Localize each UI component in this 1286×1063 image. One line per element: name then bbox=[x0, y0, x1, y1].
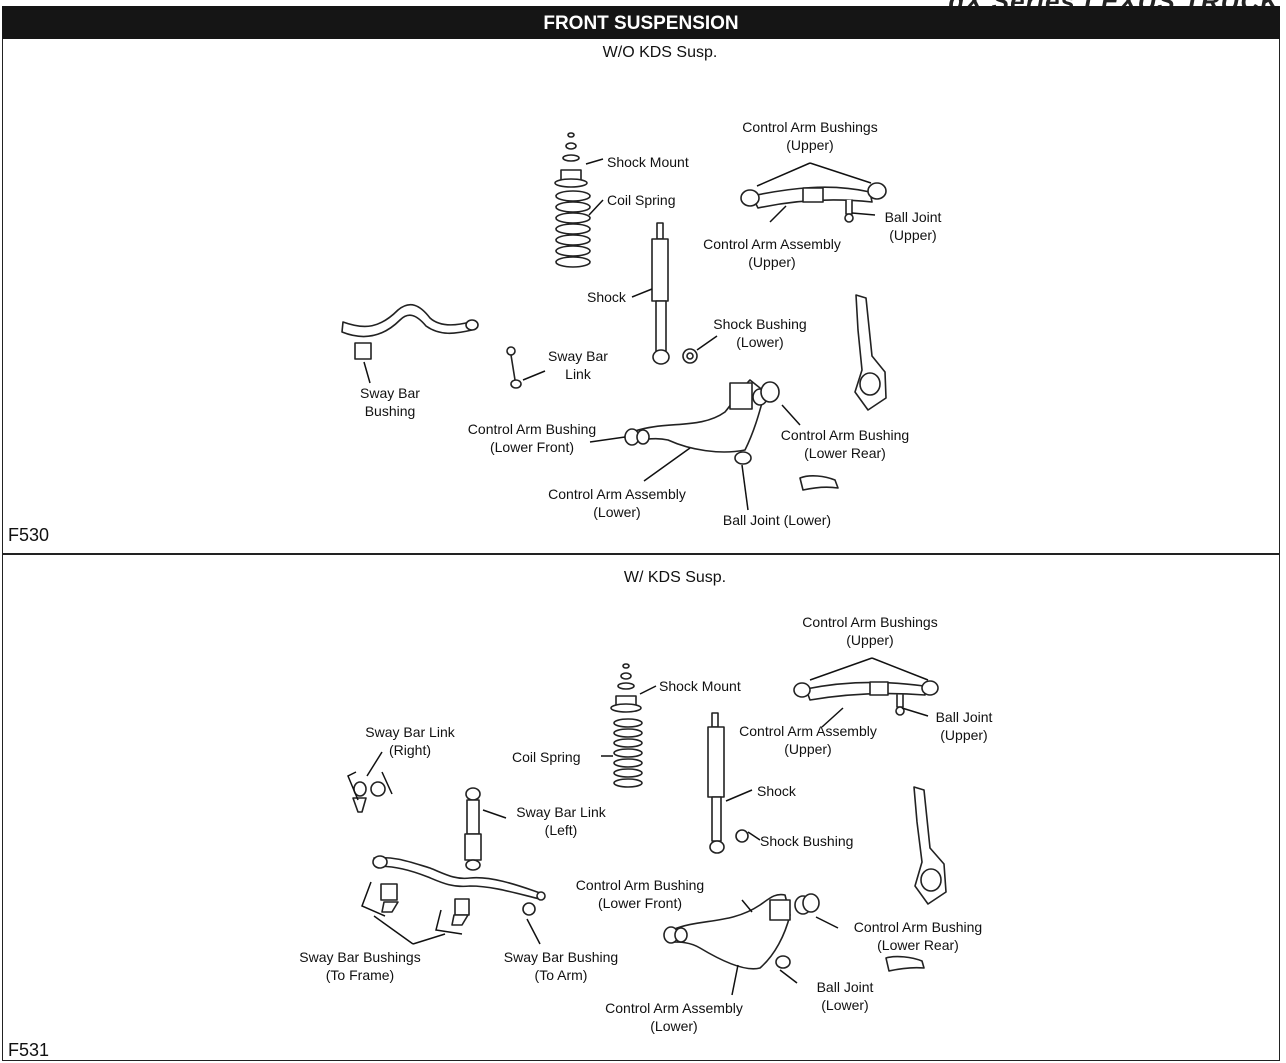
label-ball-joint-lower: Ball Joint (Lower) bbox=[722, 512, 832, 528]
lower-rear-bushing-part-kds bbox=[794, 893, 820, 915]
label-coil-spring: Coil Spring bbox=[607, 192, 676, 208]
bracket-part-kds bbox=[885, 955, 925, 972]
label-kds-control-arm-assembly-upper: Control Arm Assembly(Upper) bbox=[739, 723, 877, 757]
label-kds-sway-bar-link-right: Sway Bar Link(Right) bbox=[365, 724, 455, 758]
sway-bar-link-part bbox=[506, 346, 522, 389]
section-divider bbox=[2, 553, 1280, 555]
upper-control-arm-part-kds bbox=[793, 680, 939, 716]
label-kds-shock-bushing: Shock Bushing bbox=[760, 833, 854, 849]
leader-lines-section1 bbox=[363, 158, 876, 511]
bracket-part bbox=[799, 475, 839, 491]
shock-mount-part-kds bbox=[610, 663, 642, 713]
lower-control-arm-part-kds bbox=[663, 893, 791, 970]
label-control-arm-bushing-lower-rear: Control Arm Bushing(Lower Rear) bbox=[780, 427, 910, 461]
label-control-arm-bushing-lower-front: Control Arm Bushing(Lower Front) bbox=[467, 421, 597, 455]
label-kds-ball-joint-upper: Ball Joint(Upper) bbox=[935, 709, 993, 743]
sway-bar-link-left-part bbox=[464, 787, 482, 871]
leader-lines-section2 bbox=[347, 657, 929, 996]
label-kds-control-arm-bushing-lower-front: Control Arm Bushing(Lower Front) bbox=[575, 877, 705, 911]
label-ball-joint-upper: Ball Joint(Upper) bbox=[884, 209, 942, 243]
upper-control-arm-part bbox=[740, 182, 887, 223]
sway-bar-part-kds bbox=[372, 855, 546, 901]
label-shock-mount: Shock Mount bbox=[607, 154, 689, 170]
shock-bushing-part-kds bbox=[735, 829, 749, 843]
sway-bar-link-right-part bbox=[352, 781, 386, 813]
label-shock: Shock bbox=[587, 289, 626, 305]
section1-title: W/O KDS Susp. bbox=[602, 44, 718, 61]
section1-figure-id: F530 bbox=[8, 525, 50, 545]
label-control-arm-bushings-upper: Control Arm Bushings(Upper) bbox=[742, 119, 878, 153]
lower-rear-bushing-part bbox=[752, 381, 780, 406]
coil-spring-part bbox=[555, 190, 591, 268]
label-kds-sway-bar-link-left: Sway Bar Link(Left) bbox=[516, 804, 606, 838]
section2-figure-id: F531 bbox=[8, 1040, 50, 1060]
label-kds-coil-spring: Coil Spring bbox=[512, 749, 581, 765]
shock-part-kds bbox=[707, 712, 725, 854]
label-kds-sway-bar-bushing-to-arm: Sway Bar Bushing(To Arm) bbox=[503, 949, 619, 983]
label-kds-shock: Shock bbox=[757, 783, 796, 799]
sway-bar-part bbox=[341, 303, 479, 360]
steering-knuckle-part-kds bbox=[913, 786, 947, 905]
coil-spring-part-kds bbox=[613, 718, 643, 788]
lower-control-arm-part bbox=[624, 379, 766, 465]
label-control-arm-assembly-upper: Control Arm Assembly(Upper) bbox=[703, 236, 841, 270]
shock-mount-part bbox=[554, 132, 588, 188]
shock-bushing-part bbox=[682, 348, 698, 364]
page-title: FRONT SUSPENSION bbox=[2, 6, 1280, 39]
shock-part bbox=[651, 222, 670, 365]
label-control-arm-assembly-lower: Control Arm Assembly(Lower) bbox=[548, 486, 686, 520]
sway-bar-bushing-arm-part bbox=[522, 902, 536, 916]
label-kds-control-arm-bushings-upper: Control Arm Bushings(Upper) bbox=[802, 614, 938, 648]
label-kds-shock-mount: Shock Mount bbox=[659, 678, 741, 694]
label-kds-control-arm-bushing-lower-rear: Control Arm Bushing(Lower Rear) bbox=[853, 919, 983, 953]
steering-knuckle-part bbox=[854, 294, 887, 411]
sway-bar-bushings-frame-part bbox=[380, 883, 470, 926]
label-kds-sway-bar-bushings-to-frame: Sway Bar Bushings(To Frame) bbox=[299, 949, 421, 983]
label-shock-bushing-lower: Shock Bushing(Lower) bbox=[713, 316, 807, 350]
label-kds-control-arm-assembly-lower: Control Arm Assembly(Lower) bbox=[605, 1000, 743, 1034]
section2-title: W/ KDS Susp. bbox=[623, 569, 727, 586]
label-kds-ball-joint-lower: Ball Joint(Lower) bbox=[816, 979, 874, 1013]
